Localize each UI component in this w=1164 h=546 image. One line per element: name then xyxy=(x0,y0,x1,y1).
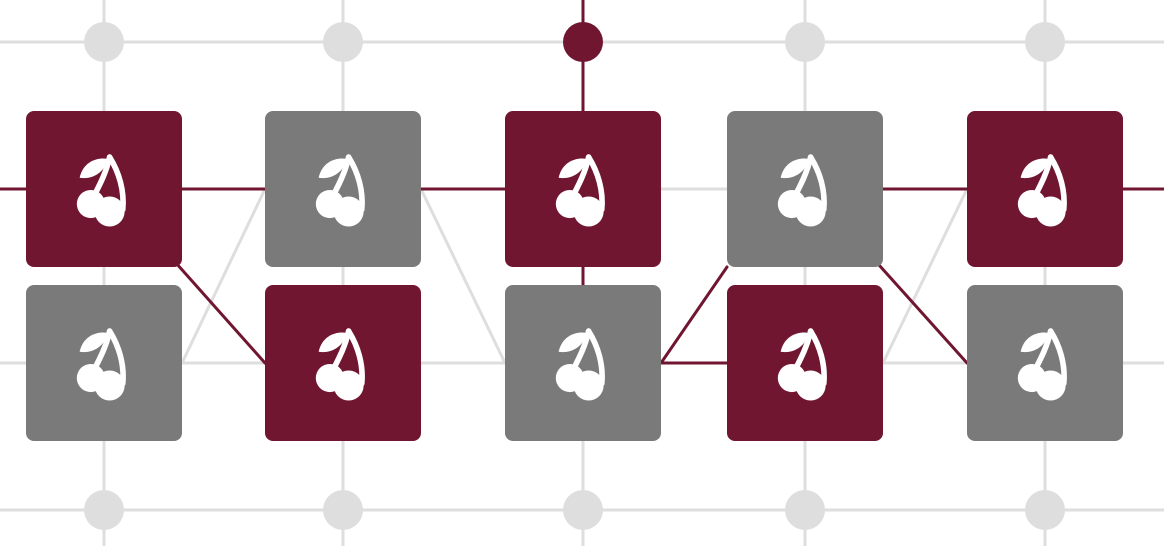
tile-bottom-5 xyxy=(967,285,1123,441)
path-line xyxy=(659,265,729,365)
grid-node xyxy=(84,22,124,62)
inactive-tile xyxy=(505,285,661,441)
inactive-tile xyxy=(265,111,421,267)
active-tile xyxy=(505,111,661,267)
inactive-tile xyxy=(26,285,182,441)
tile-bottom-4 xyxy=(727,285,883,441)
active-tile xyxy=(727,285,883,441)
grid-node xyxy=(563,490,603,530)
tile-top-2 xyxy=(265,111,421,267)
active-tile xyxy=(967,111,1123,267)
tile-bottom-1 xyxy=(26,285,182,441)
tile-top-1 xyxy=(26,111,182,267)
grid-node xyxy=(1025,490,1065,530)
highlighted-path xyxy=(0,0,1164,365)
inactive-tile xyxy=(967,285,1123,441)
tile-bottom-3 xyxy=(505,285,661,441)
grid-line-diagonal xyxy=(180,188,267,364)
tile-top-4 xyxy=(727,111,883,267)
tile-top-5 xyxy=(967,111,1123,267)
active-tile xyxy=(265,285,421,441)
grid-node xyxy=(84,490,124,530)
grid-node xyxy=(1025,22,1065,62)
active-tile xyxy=(26,111,182,267)
path-line xyxy=(174,261,267,365)
tile-top-3 xyxy=(505,111,661,267)
path-line xyxy=(877,263,969,365)
grid-node xyxy=(785,490,825,530)
inactive-tile xyxy=(727,111,883,267)
grid-node xyxy=(323,490,363,530)
grid-node xyxy=(785,22,825,62)
tile-grid xyxy=(26,111,1123,441)
grid-line-diagonal xyxy=(881,188,969,364)
grid-node xyxy=(323,22,363,62)
active-grid-node xyxy=(563,22,603,62)
grid-nodes xyxy=(84,22,1065,530)
grid-line-diagonal xyxy=(419,188,507,364)
tile-bottom-2 xyxy=(265,285,421,441)
